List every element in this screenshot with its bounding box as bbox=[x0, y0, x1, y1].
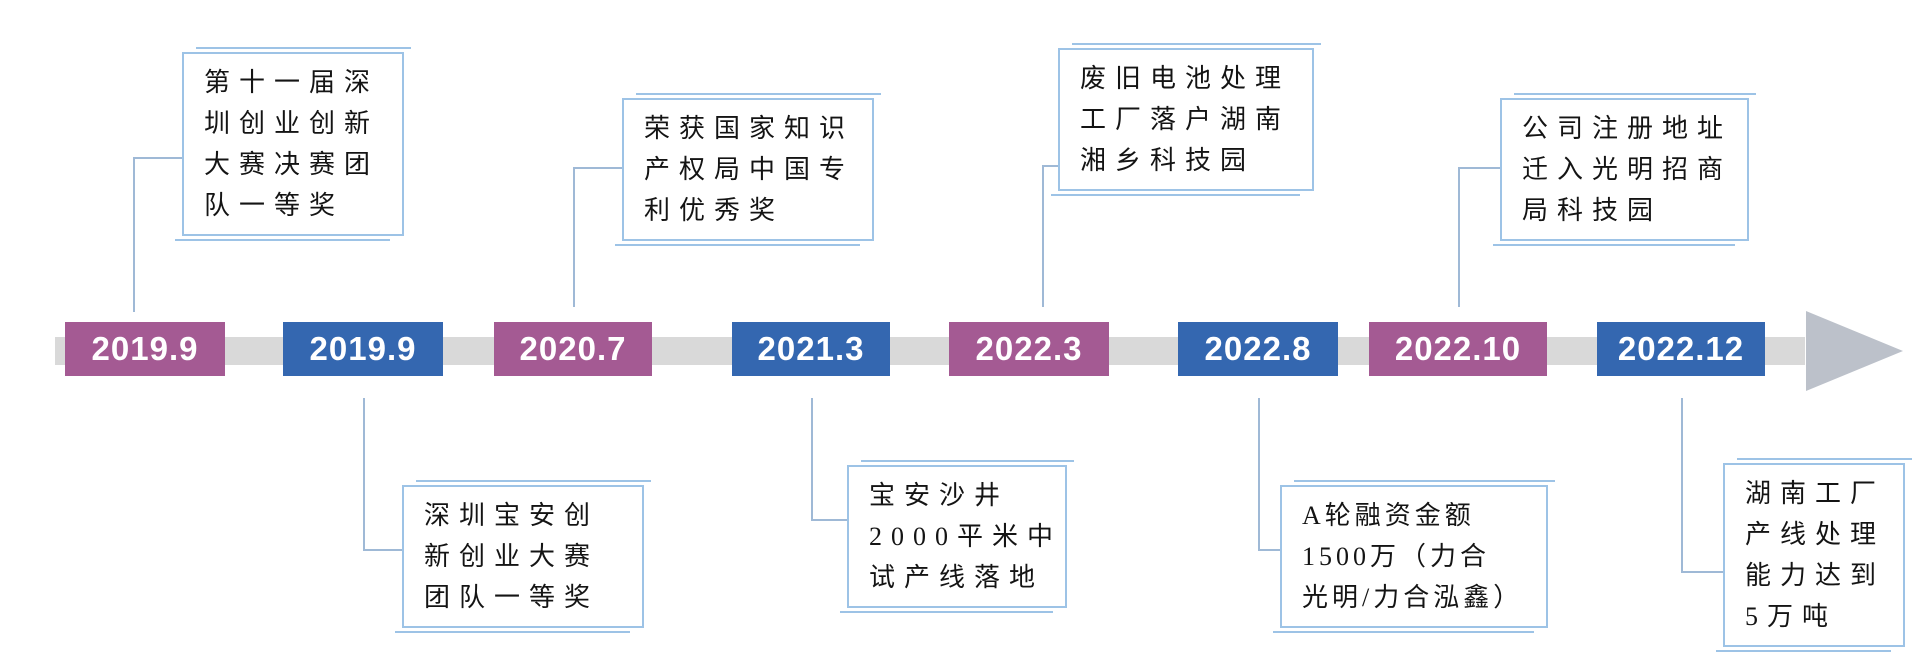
callout-text-line: 能力达到 bbox=[1745, 561, 1886, 590]
connector-line bbox=[573, 167, 575, 307]
callout-text-line: 宝安沙井 bbox=[869, 481, 1010, 510]
callout-text-line: 5万吨 bbox=[1745, 602, 1838, 631]
callout-china-patent-excellence-award: 荣获国家知识 产权局中国专 利优秀奖 bbox=[615, 93, 881, 246]
callout-11th-shenzhen-innovation-award: 第十一届深 圳创业创新 大赛决赛团 队一等奖 bbox=[175, 47, 411, 241]
connector-line bbox=[1258, 398, 1260, 551]
callout-series-a-funding: A轮融资金额 1500万（力合 光明/力合泓鑫） bbox=[1273, 480, 1555, 633]
callout-text-line: 利优秀奖 bbox=[644, 196, 785, 225]
callout-baoan-shajing-pilot-line: 宝安沙井 2000平米中 试产线落地 bbox=[840, 460, 1074, 613]
connector-line bbox=[811, 519, 847, 521]
connector-line bbox=[1042, 165, 1058, 167]
date-2019-9-competition: 2019.9 bbox=[65, 322, 225, 376]
date-2022-10: 2022.10 bbox=[1369, 322, 1547, 376]
connector-line bbox=[133, 157, 135, 312]
callout-guangming-registration: 公司注册地址 迁入光明招商 局科技园 bbox=[1493, 93, 1756, 246]
callout-text-line: 第十一届深 bbox=[204, 68, 380, 97]
callout-text-line: 2000平米中 bbox=[869, 522, 1063, 551]
connector-line bbox=[573, 167, 622, 169]
callout-text-line: 深圳宝安创 bbox=[424, 501, 600, 530]
callout-hunan-xiangxiang-factory: 废旧电池处理 工厂落户湖南 湘乡科技园 bbox=[1051, 43, 1321, 196]
date-2021-3: 2021.3 bbox=[732, 322, 890, 376]
callout-text-line: 湖南工厂 bbox=[1745, 479, 1886, 508]
callout-text-line: 队一等奖 bbox=[204, 191, 345, 220]
date-2019-9-baoan: 2019.9 bbox=[283, 322, 443, 376]
connector-line bbox=[1258, 549, 1280, 551]
callout-hunan-capacity-50k-tons: 湖南工厂 产线处理 能力达到 5万吨 bbox=[1716, 458, 1912, 652]
callout-text-line: 1500万（力合 bbox=[1302, 542, 1491, 571]
callout-baoan-innovation-award: 深圳宝安创 新创业大赛 团队一等奖 bbox=[395, 480, 651, 633]
callout-text-line: 光明/力合泓鑫） bbox=[1302, 583, 1524, 612]
callout-text-line: 局科技园 bbox=[1522, 196, 1663, 225]
connector-line bbox=[1458, 167, 1460, 307]
connector-line bbox=[811, 398, 813, 521]
callout-text-line: 迁入光明招商 bbox=[1522, 155, 1733, 184]
callout-text-line: 工厂落户湖南 bbox=[1080, 105, 1291, 134]
callout-text-line: 圳创业创新 bbox=[204, 109, 380, 138]
callout-text-line: 湘乡科技园 bbox=[1080, 146, 1256, 175]
date-2022-8: 2022.8 bbox=[1178, 322, 1338, 376]
connector-line bbox=[1458, 167, 1500, 169]
callout-text-line: 团队一等奖 bbox=[424, 583, 600, 612]
connector-line bbox=[1681, 571, 1723, 573]
connector-line bbox=[1042, 165, 1044, 307]
connector-line bbox=[363, 549, 402, 551]
callout-text-line: 公司注册地址 bbox=[1522, 114, 1733, 143]
date-2022-3: 2022.3 bbox=[949, 322, 1109, 376]
connector-line bbox=[133, 157, 182, 159]
callout-text-line: 新创业大赛 bbox=[424, 542, 600, 571]
callout-text-line: 产线处理 bbox=[1745, 520, 1886, 549]
right-arrowhead-icon bbox=[1806, 311, 1903, 391]
callout-text-line: A轮融资金额 bbox=[1302, 501, 1475, 530]
date-2022-12: 2022.12 bbox=[1597, 322, 1765, 376]
callout-text-line: 试产线落地 bbox=[869, 563, 1045, 592]
connector-line bbox=[363, 398, 365, 551]
callout-text-line: 荣获国家知识 bbox=[644, 114, 855, 143]
date-2020-7: 2020.7 bbox=[494, 322, 652, 376]
connector-line bbox=[1681, 398, 1683, 573]
callout-text-line: 产权局中国专 bbox=[644, 155, 855, 184]
callout-text-line: 大赛决赛团 bbox=[204, 150, 380, 179]
callout-text-line: 废旧电池处理 bbox=[1080, 64, 1291, 93]
